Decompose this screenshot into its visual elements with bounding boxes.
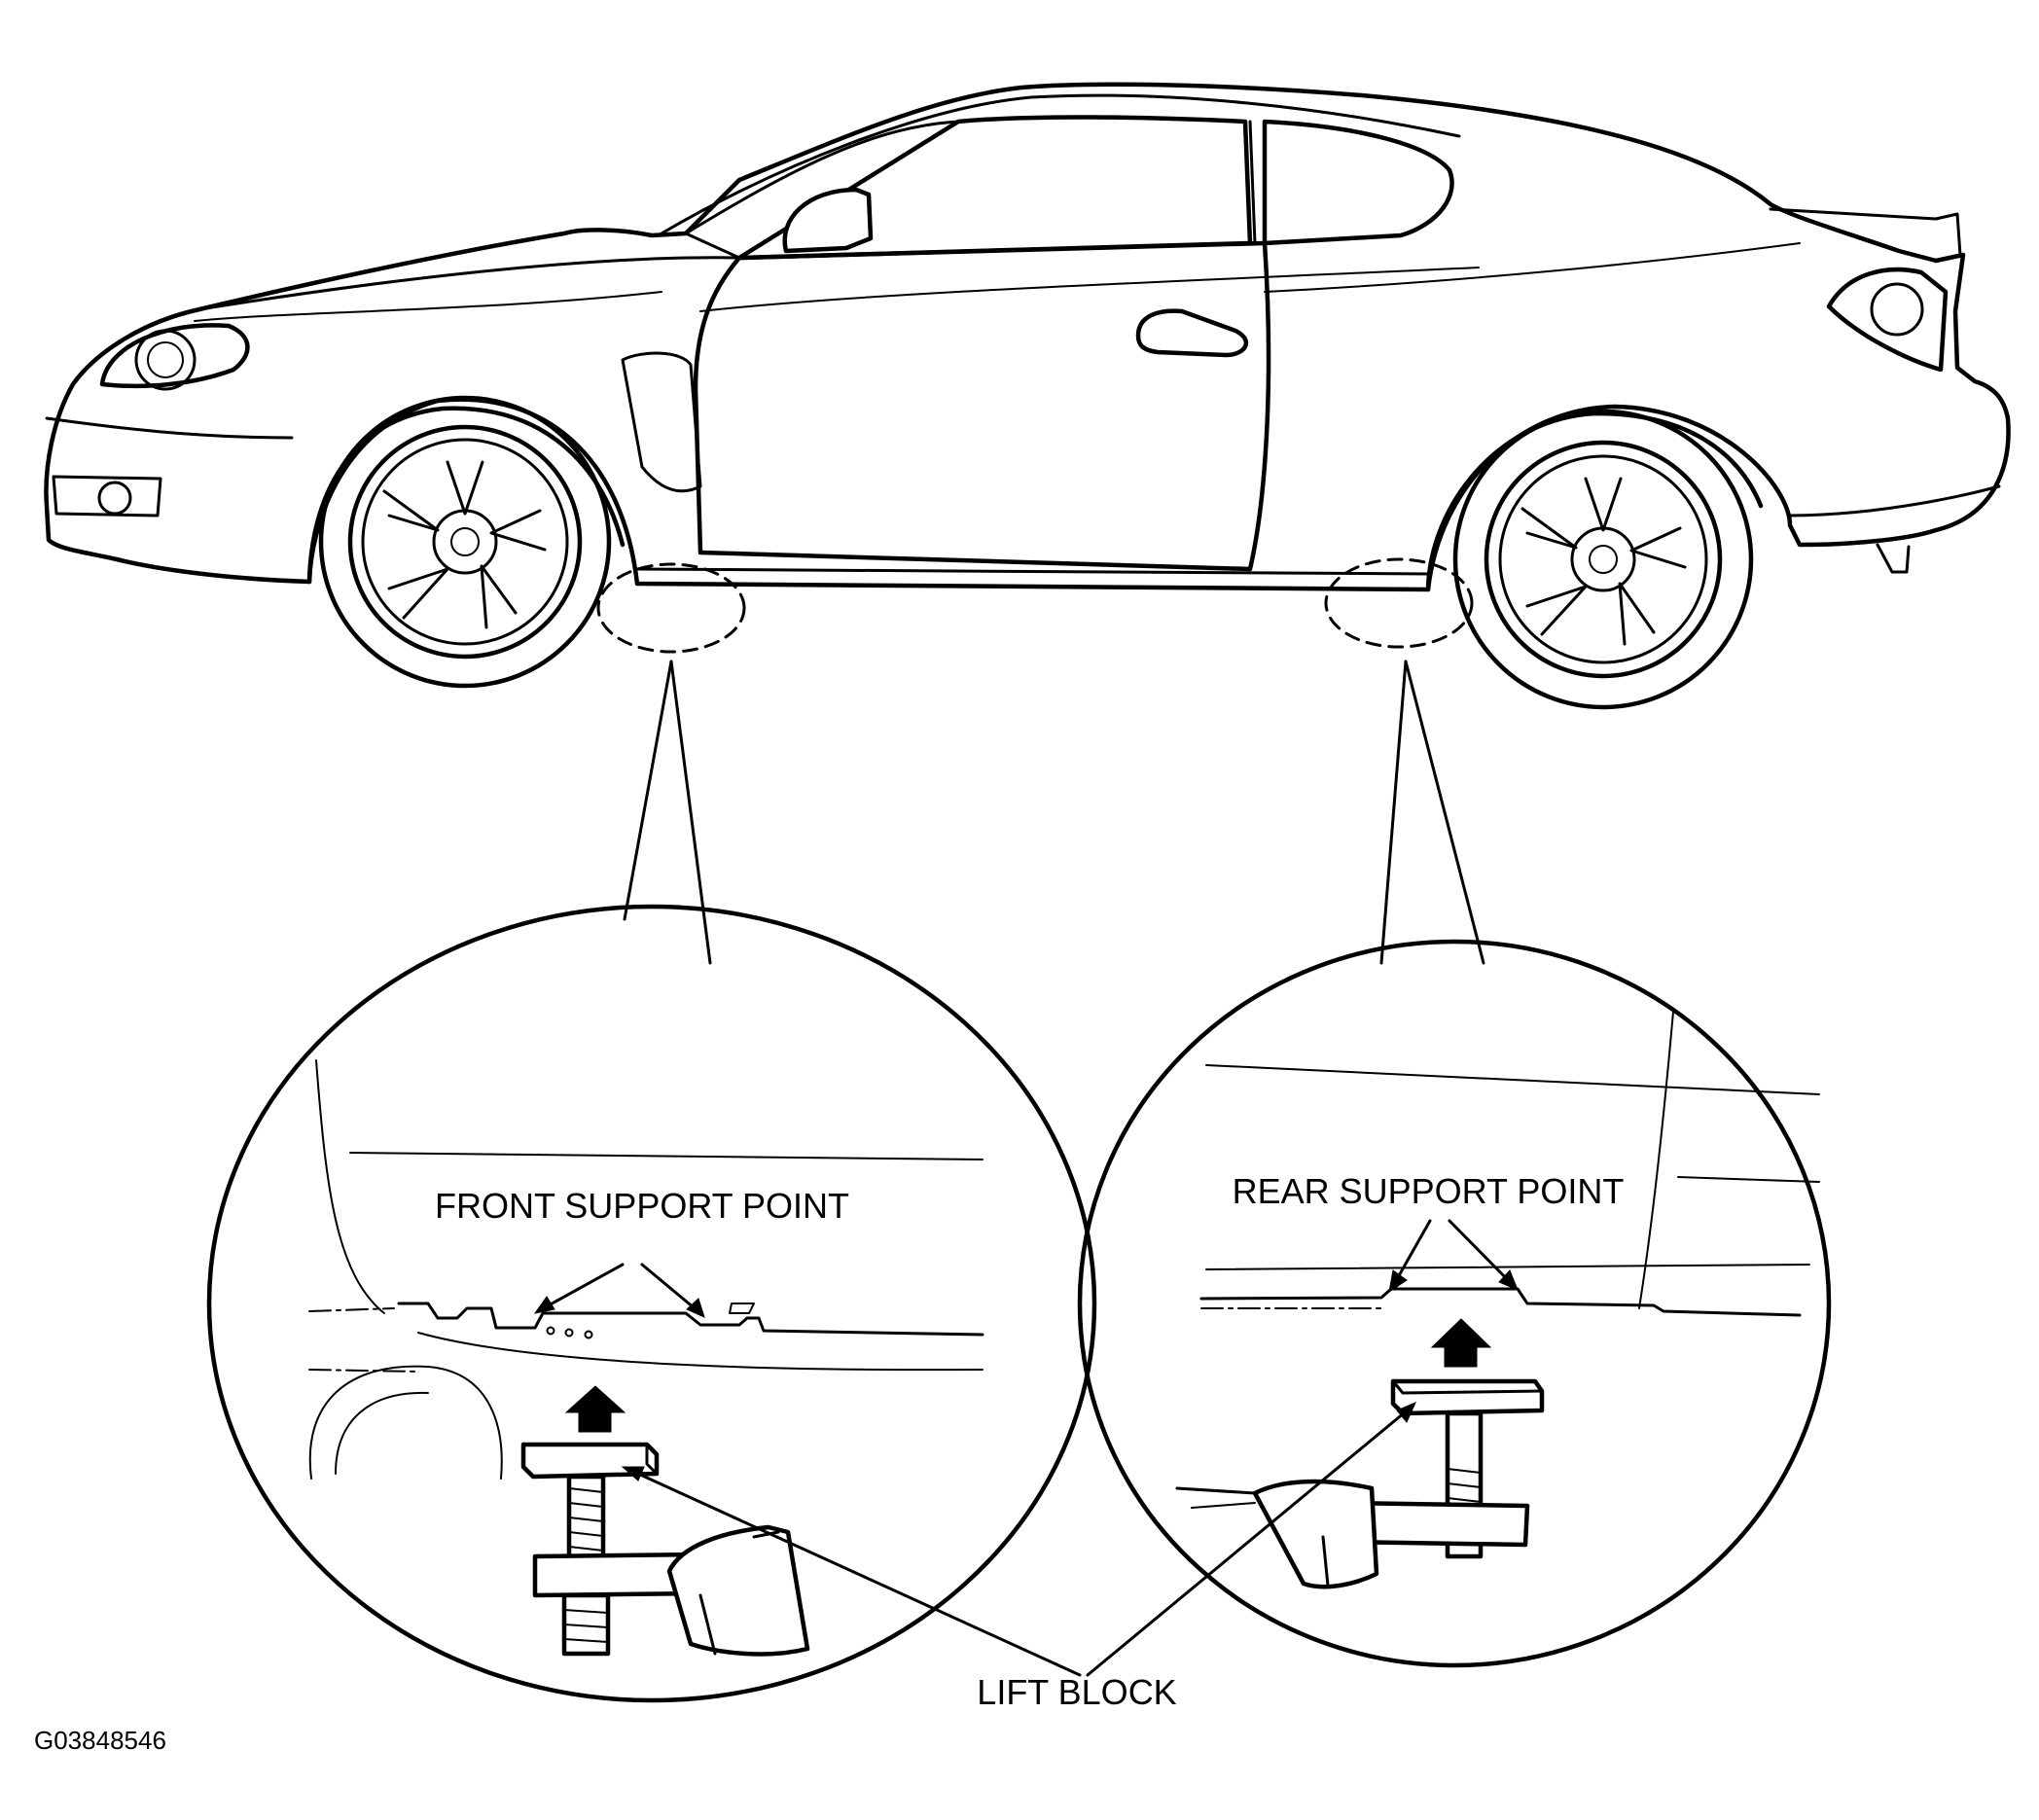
taillight-lens xyxy=(1870,282,1924,337)
headlight-lens xyxy=(134,329,197,391)
rear-exhaust xyxy=(1876,543,1911,574)
front-fender-scoop xyxy=(621,351,702,493)
hood-line xyxy=(197,256,741,311)
rear-detail-view xyxy=(1077,939,1832,1668)
front-detail-view xyxy=(206,904,1097,1703)
figure-id-label: G03848546 xyxy=(34,1726,166,1755)
rear-bumper-line xyxy=(1788,484,2001,517)
headlight xyxy=(99,323,250,389)
front-bumper-line xyxy=(45,416,294,440)
headlight-inner xyxy=(147,341,184,378)
front-wheel xyxy=(318,395,612,689)
rear-spoiler xyxy=(1769,207,1962,257)
rocker-panel xyxy=(635,567,1432,576)
body-crease xyxy=(699,267,1480,312)
roof-line xyxy=(660,93,1461,235)
lift-block-leaders xyxy=(621,1402,1416,1677)
front-support-point-marker xyxy=(596,562,746,654)
front-lower-intake xyxy=(52,475,162,517)
hood-crease xyxy=(194,291,662,322)
rear-wheel xyxy=(1452,409,1754,710)
car-body-outline xyxy=(44,82,2011,592)
front-support-point-label: FRONT SUPPORT POINT xyxy=(435,1186,849,1226)
rear-support-point-marker xyxy=(1324,557,1474,649)
rear-quarter-line xyxy=(1264,242,1801,293)
side-mirror xyxy=(782,187,874,254)
b-pillar xyxy=(1248,120,1257,245)
front-door xyxy=(693,240,1271,572)
fog-light xyxy=(97,481,132,516)
lift-block-label: LIFT BLOCK xyxy=(977,1672,1176,1712)
rear-lift-block xyxy=(1390,1378,1545,1416)
callout-connectors xyxy=(623,660,1485,965)
windshield xyxy=(684,120,960,260)
taillight xyxy=(1826,267,1949,373)
front-side-window xyxy=(736,115,1253,261)
rear-side-window xyxy=(1262,119,1454,246)
rear-support-point-label: REAR SUPPORT POINT xyxy=(1233,1171,1625,1211)
car-side-view xyxy=(44,82,2011,710)
door-handle xyxy=(1135,308,1249,358)
